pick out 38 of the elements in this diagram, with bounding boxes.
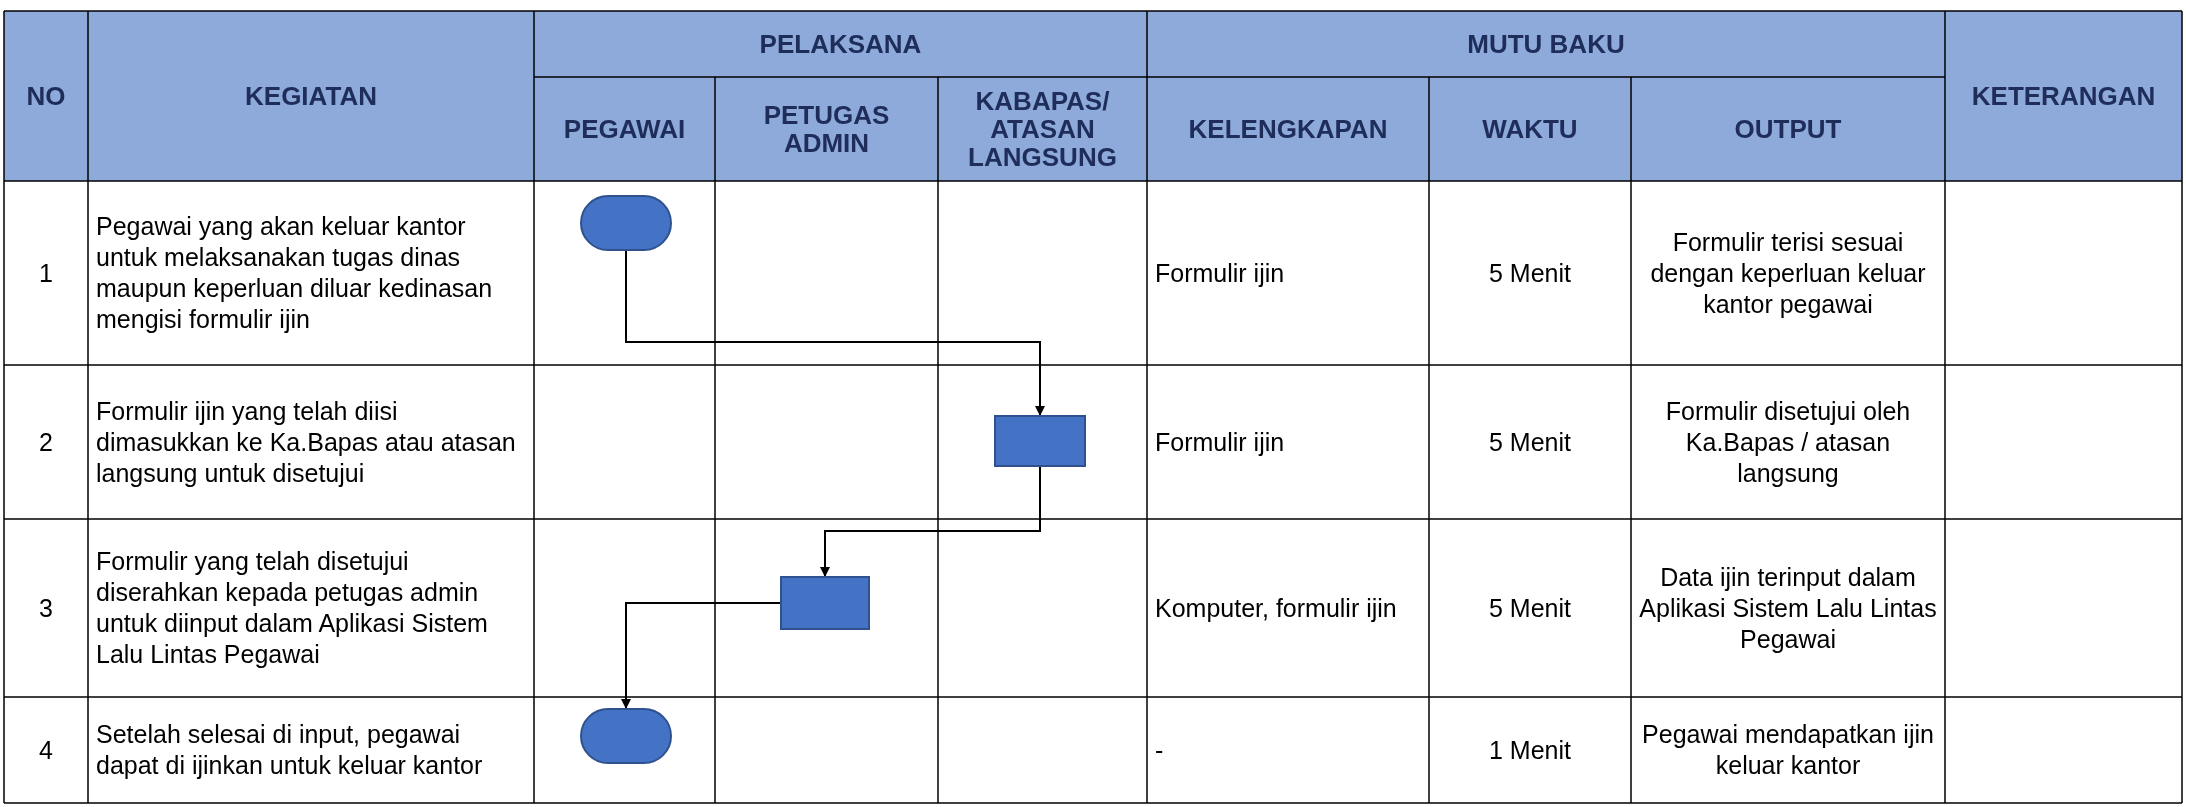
row-number: 3 — [39, 592, 53, 624]
column-header: NO — [26, 82, 66, 110]
column-header: PETUGAS ADMIN — [762, 101, 891, 157]
column-header: KABAPAS/ ATASAN LANGSUNG — [967, 87, 1118, 171]
column-header: KETERANGAN — [1971, 82, 2156, 110]
requirement-text: - — [1155, 734, 1164, 766]
group-header: MUTU BAKU — [1467, 30, 1625, 58]
requirement-text: Formulir ijin — [1155, 257, 1285, 289]
requirement-text: Formulir ijin — [1155, 426, 1285, 458]
output-text: Formulir terisi sesuai dengan keperluan keluar kantor pegawai — [1649, 226, 1927, 320]
output-text: Pegawai mendapatkan ijin keluar kantor — [1641, 719, 1935, 781]
column-header: WAKTU — [1482, 115, 1578, 143]
arrow — [820, 466, 1041, 577]
column-header: KELENGKAPAN — [1188, 115, 1388, 143]
group-header: PELAKSANA — [759, 30, 922, 58]
row-number: 2 — [39, 426, 53, 458]
arrow — [625, 250, 1045, 416]
terminator-shape — [580, 708, 672, 764]
process-box — [994, 415, 1086, 467]
activity-text: Formulir yang telah disetujui diserahkan kepada petugas admin untuk diinput dalam Aplikasi Sistem Lalu Lintas Pegawai — [96, 546, 489, 670]
column-header: OUTPUT — [1734, 115, 1842, 143]
output-text: Data ijin terinput dalam Aplikasi Sistem Lalu Lintas Pegawai — [1639, 561, 1937, 655]
duration-text: 5 Menit — [1489, 257, 1571, 289]
arrow — [621, 602, 781, 709]
activity-text: Formulir ijin yang telah diisi dimasukkan ke Ka.Bapas atau atasan langsung untuk disetujui — [96, 395, 517, 489]
row-number: 4 — [39, 734, 53, 766]
duration-text: 5 Menit — [1489, 426, 1571, 458]
terminator-shape — [580, 195, 672, 251]
duration-text: 5 Menit — [1489, 592, 1571, 624]
row-number: 1 — [39, 257, 53, 289]
activity-text: Setelah selesai di input, pegawai dapat di ijinkan untuk keluar kantor — [96, 719, 484, 781]
requirement-text: Komputer, formulir ijin — [1155, 592, 1397, 624]
duration-text: 1 Menit — [1489, 734, 1571, 766]
process-box — [780, 576, 870, 630]
output-text: Formulir disetujui oleh Ka.Bapas / atasan langsung — [1664, 395, 1912, 489]
column-header: PEGAWAI — [563, 115, 686, 143]
activity-text: Pegawai yang akan keluar kantor untuk melaksanakan tugas dinas maupun keperluan diluar kedinasan mengisi formulir ijin — [96, 211, 494, 335]
column-header: KEGIATAN — [245, 82, 377, 110]
